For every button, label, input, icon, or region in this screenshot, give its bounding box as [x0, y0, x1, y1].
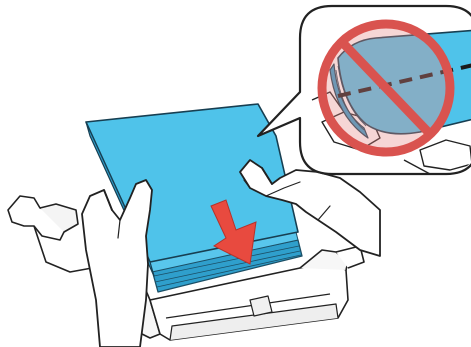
prohibition-icon [322, 24, 450, 152]
left-hand [82, 180, 152, 347]
curled-paper-warning-callout [258, 6, 471, 174]
